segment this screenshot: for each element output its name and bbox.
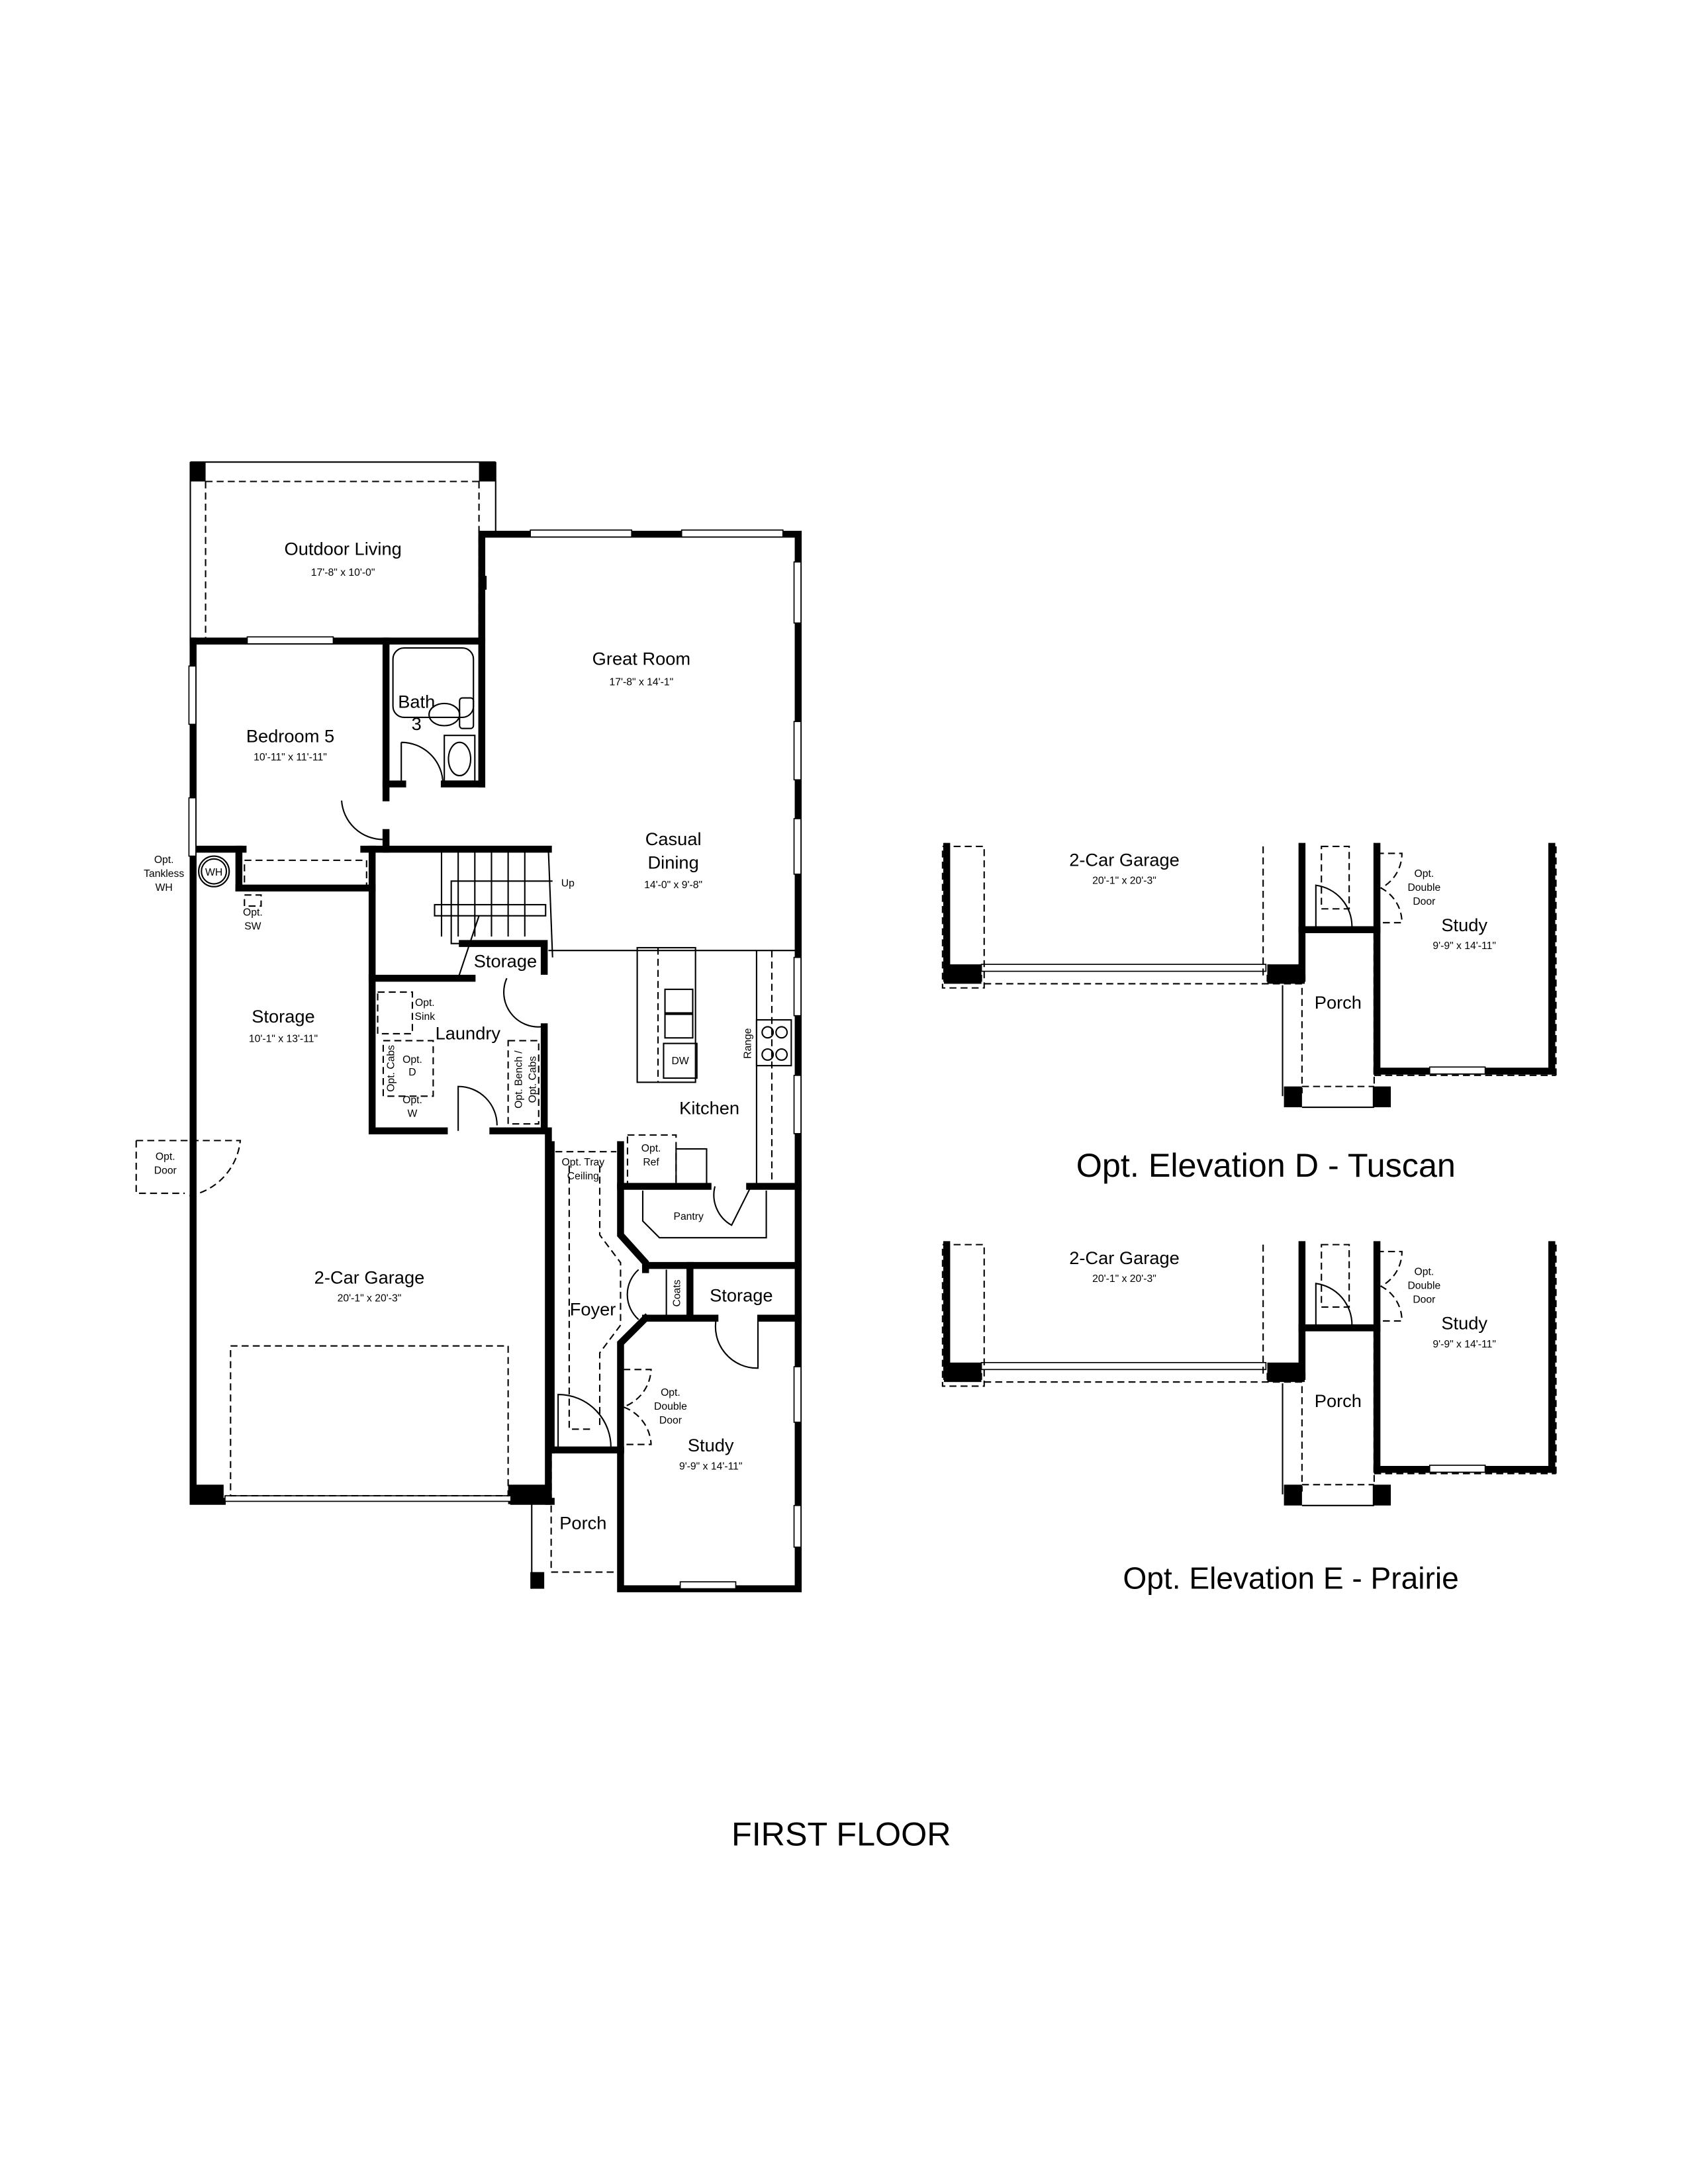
room-name: Porch — [1315, 1390, 1362, 1411]
note: Coats — [672, 1279, 683, 1306]
note: WH — [156, 882, 173, 893]
note: Opt. — [402, 1054, 422, 1066]
room-name: 2-Car Garage — [1069, 1248, 1180, 1268]
room-dims: 10'-11" x 11'-11" — [254, 752, 327, 763]
note: SW — [244, 921, 261, 933]
room-name: Storage — [710, 1285, 773, 1306]
first-floor-plan: Outdoor Living 17'-8" x 10'-0" — [135, 461, 951, 1852]
walls — [189, 530, 802, 1592]
note: D — [408, 1067, 416, 1078]
room-name: Study — [688, 1435, 734, 1455]
note: Opt. — [641, 1143, 661, 1154]
room-dims: 9'-9" x 14'-11" — [1432, 940, 1496, 952]
room-name: Pantry — [673, 1211, 704, 1222]
note: Opt. Cabs — [386, 1045, 397, 1092]
room-dims: 17'-8" x 10'-0" — [311, 567, 375, 578]
note: Double — [1407, 1281, 1440, 1292]
room-name: Laundry — [436, 1023, 501, 1043]
room-name: Porch — [1315, 992, 1362, 1013]
room-dims: 10'-1" x 13'-11" — [249, 1034, 318, 1045]
room-name: Porch — [559, 1512, 606, 1533]
dishwasher-label: DW — [672, 1056, 689, 1067]
room-name: Kitchen — [679, 1098, 739, 1118]
room-name: 2-Car Garage — [314, 1267, 425, 1287]
room-labels: Great Room 17'-8" x 14'-1" Bedroom 5 10'… — [246, 648, 773, 1533]
note: Opt. — [661, 1387, 680, 1398]
note: Double — [1407, 882, 1440, 893]
note: Sink — [415, 1011, 436, 1023]
room-name: Outdoor Living — [285, 539, 402, 559]
fixtures — [135, 576, 796, 1589]
note: Door — [1413, 1295, 1435, 1306]
room-dims: 17'-8" x 14'-1" — [610, 677, 674, 688]
room-name: Casual — [645, 829, 702, 849]
note: Door — [659, 1415, 682, 1426]
room-name: Foyer — [570, 1299, 616, 1320]
room-dims: 14'-0" x 9'-8" — [644, 880, 702, 891]
room-dims: 20'-1" x 20'-3" — [338, 1293, 402, 1304]
elevation-d-title: Opt. Elevation D - Tuscan — [1076, 1146, 1456, 1184]
room-name: Study — [1441, 1313, 1487, 1334]
room-name: Storage — [474, 950, 537, 971]
room-dims: 20'-1" x 20'-3" — [1092, 876, 1156, 887]
note: Double — [654, 1401, 687, 1412]
note: Opt. — [402, 1095, 422, 1106]
windows — [188, 529, 802, 1590]
room-name: Storage — [252, 1006, 314, 1026]
room-dims: 9'-9" x 14'-11" — [1432, 1339, 1496, 1350]
note: Opt. — [243, 907, 263, 919]
room-name: Dining — [647, 852, 698, 872]
note: Opt. Bench / — [514, 1050, 525, 1109]
outdoor-living: Outdoor Living 17'-8" x 10'-0" — [189, 461, 496, 641]
elevation-d-tuscan: 2-Car Garage 20'-1" x 20'-3" Study 9'-9"… — [941, 842, 1557, 1109]
stairs — [434, 849, 553, 979]
note: Tankless — [144, 868, 184, 880]
notes: Opt. Tankless WH WH Opt. SW Up Opt. Sink… — [144, 854, 753, 1426]
note: Opt. Tray — [562, 1157, 605, 1168]
water-heater-label: WH — [205, 867, 222, 878]
room-name: Great Room — [592, 648, 690, 668]
stairs-up-label: Up — [561, 878, 575, 889]
room-name: Bath — [398, 691, 435, 711]
note: Opt. — [156, 1152, 175, 1163]
room-dims: 9'-9" x 14'-11" — [679, 1461, 743, 1472]
note: Door — [154, 1165, 177, 1177]
note: Opt. — [154, 854, 174, 866]
room-name: 3 — [412, 713, 422, 734]
room-name: Bedroom 5 — [246, 726, 334, 747]
note: W — [408, 1109, 418, 1120]
elevation-e-title: Opt. Elevation E - Prairie — [1123, 1561, 1458, 1596]
note: Door — [1413, 896, 1435, 907]
note: Opt. — [1415, 1267, 1434, 1278]
plan-title: FIRST FLOOR — [731, 1815, 951, 1852]
note: Opt. — [1415, 868, 1434, 880]
note: Ceiling — [567, 1171, 599, 1182]
room-name: 2-Car Garage — [1069, 849, 1180, 870]
note: Ref — [643, 1157, 659, 1168]
note: Opt. — [415, 997, 435, 1009]
range-label: Range — [743, 1028, 754, 1059]
note: Opt. Cabs — [528, 1056, 539, 1103]
room-name: Study — [1441, 915, 1487, 935]
elevation-e-prairie: 2-Car Garage 20'-1" x 20'-3" Study 9'-9"… — [941, 1241, 1557, 1506]
room-dims: 20'-1" x 20'-3" — [1092, 1273, 1156, 1285]
